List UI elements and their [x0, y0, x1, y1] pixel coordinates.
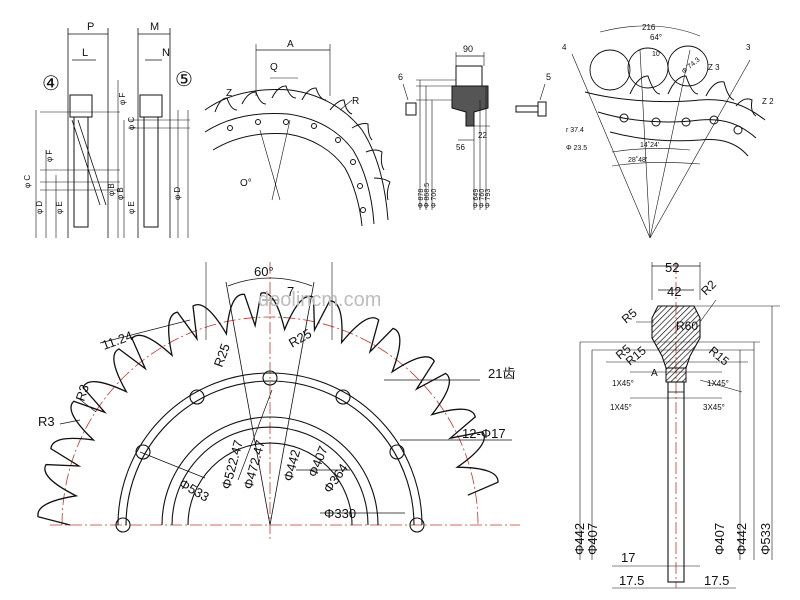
dim-z: Z — [226, 88, 232, 99]
dim-phi-d-4: φ D — [35, 201, 44, 214]
dim-phi-700: Φ 700 — [431, 189, 438, 208]
dim-17-5-l: 17.5 — [619, 573, 644, 588]
dim-z2: Z 2 — [762, 97, 774, 106]
dim-phi-b-4: φ B — [107, 183, 116, 196]
dim-phi-533-r: Φ533 — [758, 523, 773, 555]
angle-64: 64° — [650, 33, 662, 42]
radius-r25-b: R25 — [286, 326, 314, 351]
teeth-count: 21齿 — [488, 366, 515, 381]
dim-216: 216 — [642, 23, 656, 32]
dim-52: 52 — [665, 260, 679, 275]
label-a: A — [651, 368, 658, 379]
callout-4: ④ — [42, 73, 60, 95]
dim-q: Q — [270, 62, 278, 73]
dim-phi-d-5: φ D — [173, 187, 182, 200]
dim-p: P — [87, 21, 94, 33]
part-4-seg: 4 — [562, 43, 567, 52]
dim-l: L — [82, 47, 88, 59]
dim-phi-868-5: Φ 868.5 — [424, 183, 431, 208]
dim-phi-f-4b: φ F — [45, 150, 54, 162]
dim-phi-649: Φ 649 — [473, 189, 480, 208]
dim-phi-b-5: φ B — [116, 187, 125, 200]
cross-section-figure: 52 42 R2 R5 R60 R5 R15 R15 A 1X45° 1X45°… — [572, 260, 780, 589]
dim-phi-407-l: Φ407 — [585, 523, 600, 555]
bolt-section-figure: 90 6 5 22 56 Φ 878 Φ 868.5 Φ 700 Φ 649 Φ… — [398, 44, 551, 210]
dim-90: 90 — [463, 44, 473, 54]
part-3-seg: 3 — [746, 43, 751, 52]
radius-r3-b: R3 — [38, 414, 55, 429]
dim-phi-c-5: φ C — [127, 117, 136, 130]
chamfer-2: 1X45° — [707, 379, 729, 388]
dim-phi-407: Φ407 — [305, 444, 331, 479]
dim-phi-23-5: Φ 23.5 — [566, 145, 587, 152]
dim-10: 10 — [652, 51, 660, 58]
dim-phi-e-5: φ E — [127, 201, 136, 214]
dim-phi-442: Φ442 — [280, 448, 303, 483]
dim-n: N — [162, 47, 170, 59]
dim-11-24: 11.24 — [100, 328, 135, 353]
radius-r2: R2 — [698, 277, 719, 298]
dim-o: O° — [240, 178, 252, 189]
watermark: doolincm.com — [258, 289, 381, 311]
side-view-figures: P L ④ φ F φ F φ C φ D φ E φ B M N ⑤ φ C … — [23, 21, 193, 238]
radius-r3-a: R3 — [73, 382, 92, 402]
dim-7: 7 — [287, 284, 294, 299]
radius-r15-b: R15 — [706, 344, 732, 369]
dim-phi-533: Φ533 — [177, 476, 212, 505]
dim-phi-442-l: Φ442 — [572, 523, 587, 555]
dim-22: 22 — [478, 131, 487, 140]
chamfer-1: 1X45° — [612, 379, 634, 388]
dim-phi-793: Φ 793 — [485, 189, 492, 208]
dim-phi-760: Φ 760 — [479, 189, 486, 208]
dim-phi-330: Φ330 — [324, 506, 356, 521]
dim-42: 42 — [667, 284, 681, 299]
dim-z3: Z 3 — [708, 63, 720, 72]
dim-r: R — [352, 96, 359, 107]
dim-phi-878: Φ 878 — [418, 189, 425, 208]
part-5: 5 — [546, 72, 551, 82]
dim-phi-407-r: Φ407 — [712, 523, 727, 555]
dim-phi-c-4: φ C — [23, 175, 32, 188]
dim-phi-74-3: Φ 74.3 — [681, 57, 702, 76]
chamfer-4: 3X45° — [703, 403, 725, 412]
radius-r60: R60 — [676, 319, 698, 333]
part-6: 6 — [398, 72, 403, 82]
dim-m: M — [150, 21, 159, 33]
callout-5: ⑤ — [175, 69, 193, 91]
dim-phi-f-4: φ F — [118, 93, 127, 105]
arc-sprocket-figure: A Q Z R O° — [204, 39, 391, 227]
holes-count: 12-Φ17 — [462, 426, 506, 441]
dim-17-5-r: 17.5 — [704, 573, 729, 588]
angle-28-48: 28˚48' — [628, 156, 647, 164]
dim-phi-e-4: φ E — [55, 201, 64, 214]
dim-r37-4: r 37.4 — [566, 127, 584, 134]
radius-r25-a: R25 — [211, 341, 233, 369]
radius-r5: R5 — [619, 306, 640, 327]
dim-17: 17 — [621, 550, 635, 565]
dim-56: 56 — [456, 143, 465, 152]
dim-phi-364: Φ364 — [320, 461, 351, 496]
chamfer-3: 1X45° — [610, 403, 632, 412]
dim-a: A — [287, 39, 294, 50]
segment-arc-figure: 4 3 216 64° 10 Φ 74.3 Z 3 Z 2 r 37.4 Φ 2… — [562, 23, 774, 239]
dim-phi-442-r: Φ442 — [734, 523, 749, 555]
angle-60: 60° — [254, 264, 274, 279]
angle-14-24: 14˚24' — [640, 141, 659, 149]
